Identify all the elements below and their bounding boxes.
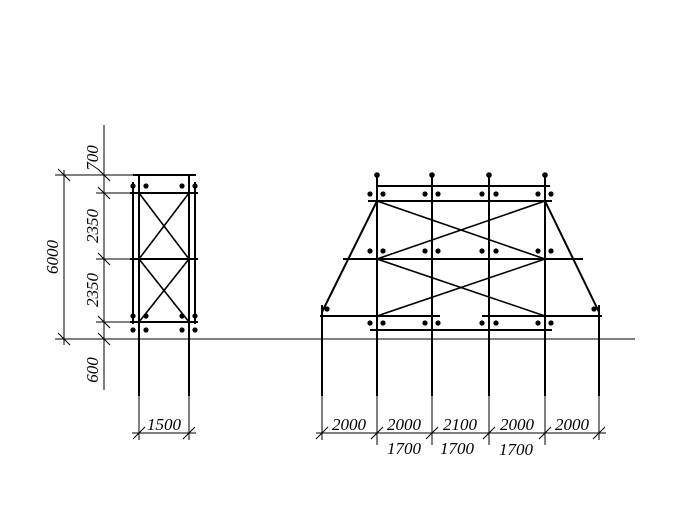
dim-top: 700	[83, 145, 102, 171]
joint-marker	[192, 183, 198, 189]
joint-marker	[435, 248, 441, 254]
dimension-tick	[97, 315, 111, 329]
dim-width: 1500	[147, 415, 182, 434]
joint-marker	[479, 191, 485, 197]
joint-marker	[380, 191, 386, 197]
joint-marker	[143, 313, 149, 319]
dimension-tick	[97, 186, 111, 200]
joint-marker	[380, 248, 386, 254]
dim-bay-2: 2000	[387, 415, 422, 434]
right-width-dimensions: 2000 2000 2100 2000 2000 1700 1700 1700	[315, 396, 606, 459]
column-top-marker	[486, 172, 492, 178]
joint-marker	[435, 320, 441, 326]
joint-marker	[192, 313, 198, 319]
joint-marker	[548, 320, 554, 326]
dim-bay-4: 2000	[500, 415, 535, 434]
joint-marker	[591, 306, 597, 312]
dimension-tick	[57, 168, 71, 182]
joint-marker	[479, 320, 485, 326]
joint-marker	[367, 320, 373, 326]
joint-marker	[493, 191, 499, 197]
dimension-tick	[370, 426, 384, 440]
joint-marker	[422, 320, 428, 326]
dim-bay-1: 2000	[332, 415, 367, 434]
dim-below-ground: 600	[83, 357, 102, 383]
joint-marker	[493, 248, 499, 254]
dimension-tick	[97, 168, 111, 182]
dim-bay-5: 2000	[555, 415, 590, 434]
dimension-tick	[57, 332, 71, 346]
right-frame-strut-left	[321, 200, 378, 313]
joint-marker	[548, 248, 554, 254]
dimension-tick	[132, 426, 146, 440]
right-frame	[320, 172, 602, 396]
dim-upper: 2350	[83, 209, 102, 244]
dimension-tick	[425, 426, 439, 440]
joint-marker	[179, 327, 185, 333]
column-top-marker	[429, 172, 435, 178]
joint-marker	[422, 248, 428, 254]
joint-marker	[179, 313, 185, 319]
dim-lower: 2350	[83, 273, 102, 308]
dimension-tick	[182, 426, 196, 440]
joint-marker	[143, 183, 149, 189]
dimension-tick	[315, 426, 329, 440]
dimension-tick	[97, 252, 111, 266]
joint-marker	[130, 183, 136, 189]
dim-lower-3: 1700	[499, 440, 534, 459]
dimension-tick	[482, 426, 496, 440]
joint-marker	[548, 191, 554, 197]
joint-marker	[535, 191, 541, 197]
right-frame-brace	[376, 258, 546, 317]
left-frame-brace	[138, 192, 190, 260]
left-height-dimensions: 700 2350 2350 600 6000	[43, 125, 137, 390]
left-width-dimension: 1500	[132, 396, 196, 440]
joint-marker	[130, 313, 136, 319]
joint-marker	[143, 327, 149, 333]
dimension-tick	[538, 426, 552, 440]
dimension-tick	[97, 332, 111, 346]
joint-marker	[380, 320, 386, 326]
dim-lower-1: 1700	[387, 439, 422, 458]
right-frame-brace	[376, 200, 546, 260]
joint-marker	[479, 248, 485, 254]
column-top-marker	[374, 172, 380, 178]
right-frame-strut-right	[544, 200, 600, 313]
column-top-marker	[542, 172, 548, 178]
dimension-tick	[592, 426, 606, 440]
joint-marker	[324, 306, 330, 312]
joint-marker	[192, 327, 198, 333]
joint-marker	[535, 320, 541, 326]
joint-marker	[535, 248, 541, 254]
joint-marker	[367, 248, 373, 254]
left-frame	[130, 174, 198, 396]
joint-marker	[179, 183, 185, 189]
dim-overall: 6000	[43, 240, 62, 275]
joint-marker	[367, 191, 373, 197]
dim-lower-2: 1700	[440, 439, 475, 458]
joint-marker	[130, 327, 136, 333]
left-frame-brace	[138, 258, 190, 323]
joint-marker	[493, 320, 499, 326]
dim-bay-3: 2100	[443, 415, 478, 434]
joint-marker	[435, 191, 441, 197]
joint-marker	[422, 191, 428, 197]
